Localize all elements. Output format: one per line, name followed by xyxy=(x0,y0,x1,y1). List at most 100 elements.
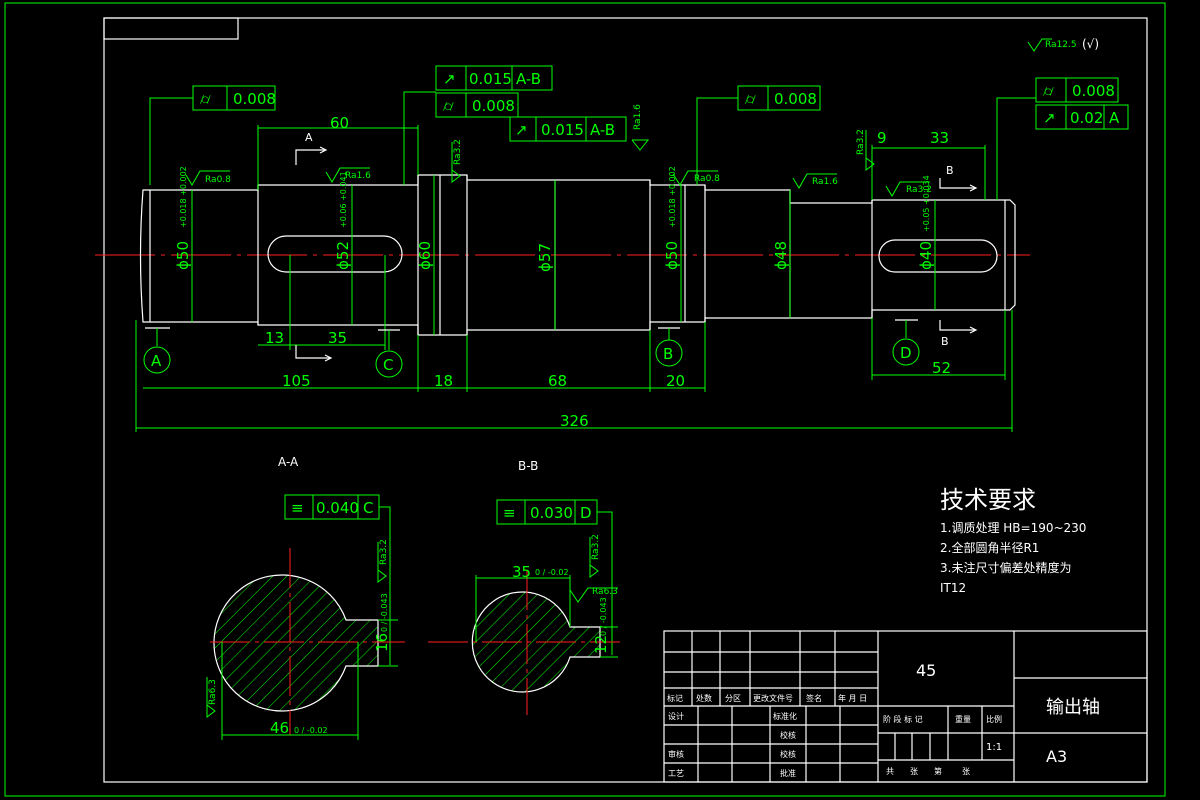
tb-scale: 1:1 xyxy=(986,742,1002,753)
tb-no: 第 xyxy=(934,766,942,776)
dim-52: 52 xyxy=(932,359,951,377)
ra-r8: Ra3.2 xyxy=(906,185,932,195)
tech-req-heading: 技术要求 xyxy=(940,486,1036,514)
tol-50b: +0.018 +0.002 xyxy=(668,166,677,228)
tolerance-frames xyxy=(149,65,1129,665)
ra-r5: Ra0.8 xyxy=(694,174,720,184)
tb-approve: 批准 xyxy=(780,768,796,778)
tb-mark: 标记 xyxy=(667,693,683,703)
title-block xyxy=(663,630,1148,783)
frame8-datum: C xyxy=(363,499,373,517)
outer-frame xyxy=(4,2,1166,797)
dim-33: 33 xyxy=(930,129,949,147)
dia-57: ϕ57 xyxy=(536,243,554,272)
section-aa xyxy=(210,548,405,740)
dim-60: 60 xyxy=(330,114,349,132)
frame9-datum: D xyxy=(580,504,592,522)
dia-60: ϕ60 xyxy=(416,241,434,270)
dia-50a: ϕ50 xyxy=(174,241,192,270)
section-cut-marks xyxy=(295,146,978,362)
tb-zone: 分区 xyxy=(725,694,741,703)
frame3-symbol: ⌭ xyxy=(443,97,454,115)
inner-frame xyxy=(103,17,1148,783)
tb-sign: 签名 xyxy=(806,693,822,703)
datum-markers xyxy=(143,319,920,378)
frame4-value: 0.015 xyxy=(541,121,584,139)
cut-label-b1: B xyxy=(946,164,954,177)
datum-b: B xyxy=(663,345,673,363)
cut-label-a: A xyxy=(305,131,313,144)
roughness-general: Ra12.5 xyxy=(1045,40,1077,50)
sec-a-46: 46 xyxy=(270,719,289,737)
sec-b-12: 12 xyxy=(592,635,610,654)
tb-sheet2: 张 xyxy=(962,767,970,776)
ra-r7: Ra3.2 xyxy=(856,129,866,155)
datum-d: D xyxy=(900,344,912,362)
section-aa-label: A-A xyxy=(278,455,299,469)
dim-35: 35 xyxy=(328,329,347,347)
frame6-symbol: ⌭ xyxy=(1043,82,1054,100)
frame2-datum: A-B xyxy=(516,70,541,88)
cut-label-b2: B xyxy=(941,335,949,348)
frame7-datum: A xyxy=(1109,109,1120,127)
tb-std: 标准化 xyxy=(773,711,797,721)
sec-a-16: 16 xyxy=(373,633,391,652)
sec-b-12-tol: 0 / -0.043 xyxy=(599,597,608,636)
ra-r10: Ra6.3 xyxy=(592,587,618,597)
tech-req-line4: IT12 xyxy=(940,581,966,595)
sec-b-35: 35 xyxy=(512,563,531,581)
dim-9: 9 xyxy=(877,129,887,147)
corner-box xyxy=(103,17,239,40)
frame5-value: 0.008 xyxy=(774,90,817,108)
section-bb xyxy=(428,570,620,715)
ra-r1: Ra0.8 xyxy=(205,175,231,185)
ra-r3: Ra3.2 xyxy=(453,139,463,165)
tb-ratio: 比例 xyxy=(986,714,1002,724)
ra-r12: Ra6.3 xyxy=(208,679,218,705)
dim-13: 13 xyxy=(265,329,284,347)
tb-doc: 更改文件号 xyxy=(753,693,793,703)
roughness-general-icon xyxy=(1027,38,1052,52)
frame5-symbol: ⌭ xyxy=(745,90,756,108)
dia-50b: ϕ50 xyxy=(663,241,681,270)
tech-req-line3: 3.未注尺寸偏差处精度为 xyxy=(940,560,1071,575)
tb-check: 审核 xyxy=(668,749,684,759)
tb-date: 年 月 日 xyxy=(838,693,867,703)
ra-r2: Ra1.6 xyxy=(345,171,371,181)
ra-r6: Ra1.6 xyxy=(812,177,838,187)
tb-proc: 工艺 xyxy=(668,769,684,778)
frame4-datum: A-B xyxy=(590,121,615,139)
tb-total: 共 xyxy=(886,767,894,776)
tol-52: +0.06 +0.041 xyxy=(339,171,348,228)
tb-paper: A3 xyxy=(1046,747,1067,766)
frame4-symbol: ↗ xyxy=(515,121,528,139)
tb-stage: 阶 段 标 记 xyxy=(883,714,923,724)
tb-design: 设计 xyxy=(668,711,684,721)
frame1-symbol: ⌭ xyxy=(200,90,211,108)
datum-a: A xyxy=(151,352,162,370)
datum-c: C xyxy=(383,356,393,374)
tb-count: 处数 xyxy=(696,693,712,703)
tb-sheet1: 张 xyxy=(910,767,918,776)
tech-req-line2: 2.全部圆角半径R1 xyxy=(940,540,1039,555)
frame3-value: 0.008 xyxy=(472,97,515,115)
tb-review: 校核 xyxy=(780,730,796,740)
tech-req-line1: 1.调质处理 HB=190~230 xyxy=(940,521,1086,535)
frame2-symbol: ↗ xyxy=(443,70,456,88)
dim-326: 326 xyxy=(560,412,589,430)
frame7-symbol: ↗ xyxy=(1043,109,1056,127)
roughness-symbols xyxy=(185,130,930,718)
section-bb-label: B-B xyxy=(518,459,538,473)
dia-40: ϕ40 xyxy=(917,241,935,270)
tb-weight: 重量 xyxy=(955,714,971,724)
dim-68: 68 xyxy=(548,372,567,390)
frame1-value: 0.008 xyxy=(233,90,276,108)
ra-r4: Ra1.6 xyxy=(633,104,643,130)
frame6-value: 0.008 xyxy=(1072,82,1115,100)
dim-105: 105 xyxy=(282,372,311,390)
frame9-value: 0.030 xyxy=(530,504,573,522)
frame2-value: 0.015 xyxy=(469,70,512,88)
frame7-value: 0.02 xyxy=(1070,109,1103,127)
ra-r11: Ra3.2 xyxy=(591,534,601,560)
